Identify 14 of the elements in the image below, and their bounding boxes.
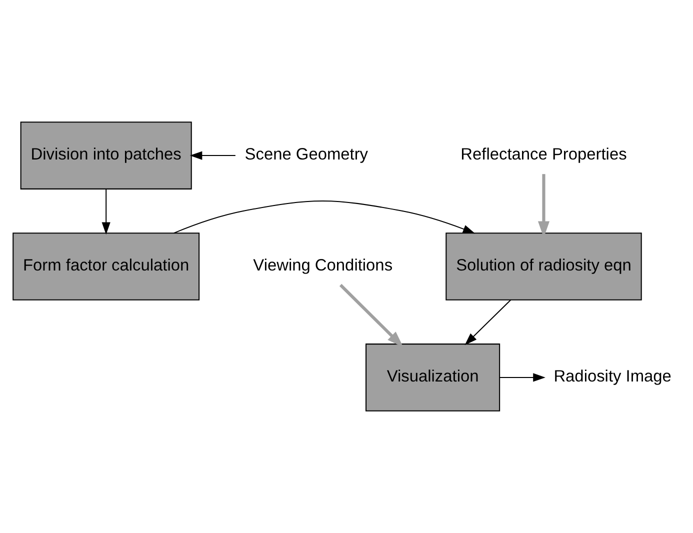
arrow xyxy=(101,188,110,235)
node-text: Viewing Conditions xyxy=(252,256,392,274)
arrow xyxy=(338,284,403,348)
node-text: Radiosity Image xyxy=(553,367,671,386)
node-box: Form factor calculation xyxy=(12,232,200,300)
node-text: Reflectance Properties xyxy=(460,145,626,164)
node-box: Solution of radiosity eqn xyxy=(445,232,642,300)
node-box: Visualization xyxy=(365,344,500,412)
arrow xyxy=(189,151,235,160)
arrow xyxy=(464,300,511,346)
node-box: Division into patches xyxy=(20,122,192,190)
arrow xyxy=(499,373,545,382)
arrow xyxy=(173,200,475,234)
node-text: Scene Geometry xyxy=(244,145,368,164)
